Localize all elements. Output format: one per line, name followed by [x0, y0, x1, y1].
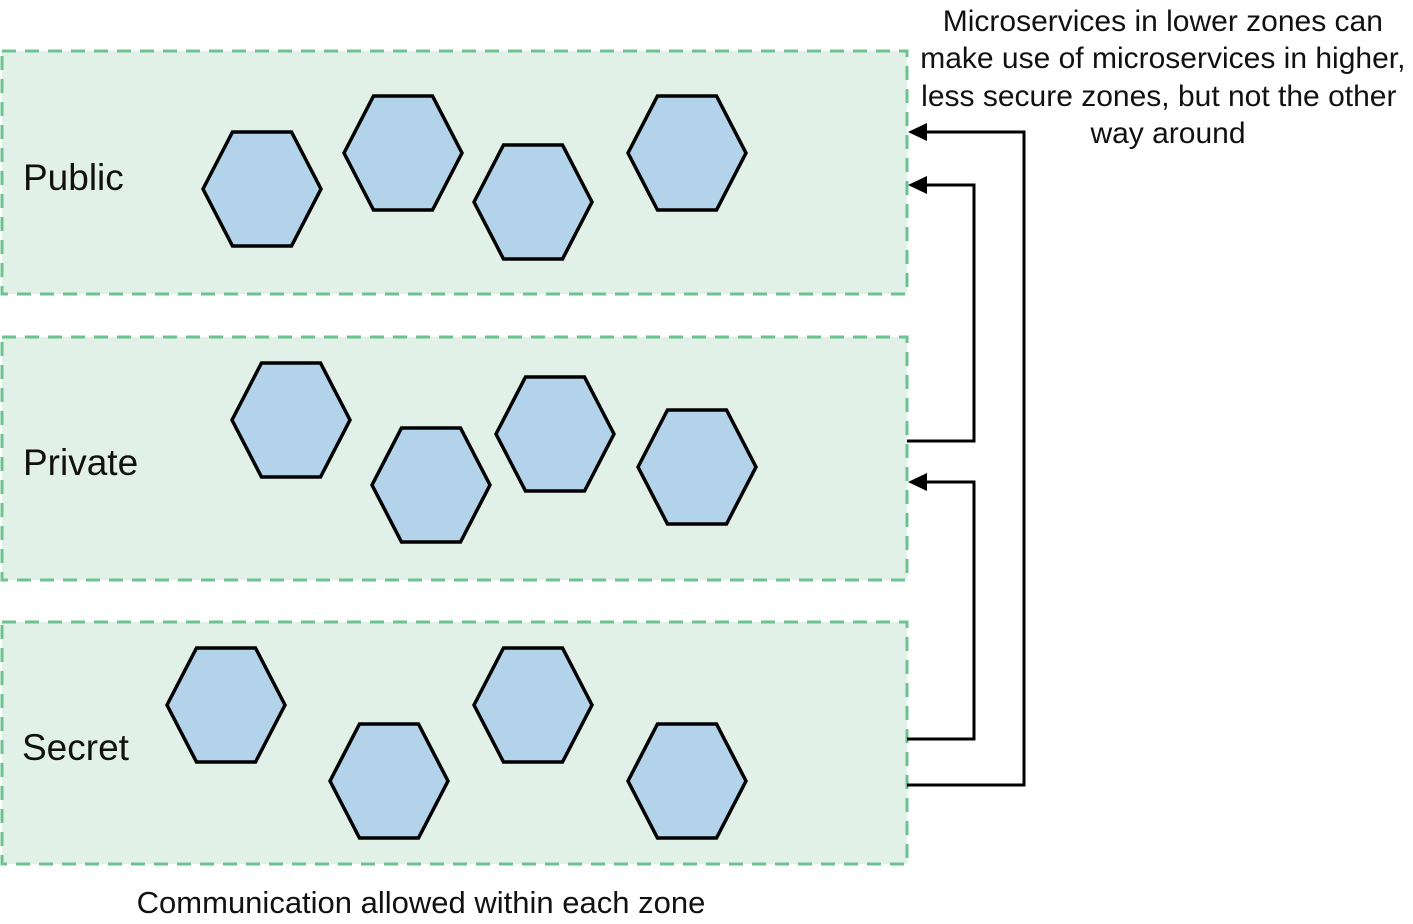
- zone-secret-boundary: [0, 620, 909, 866]
- direction-annotation-line: Microservices in lower zones can: [943, 5, 1383, 38]
- direction-annotation-line: way around: [1089, 117, 1245, 150]
- zone-private: Private: [0, 335, 909, 582]
- direction-annotation-line: less secure zones, but not the other: [921, 80, 1396, 113]
- diagram-caption: Communication allowed within each zone: [137, 885, 706, 920]
- secret-to-public-connector: [907, 123, 1026, 787]
- zone-secret-label: Secret: [22, 727, 130, 768]
- secret-to-private-connector: [907, 473, 976, 741]
- private-to-public-line: [907, 183, 976, 443]
- private-to-public-connector: [907, 176, 976, 443]
- zone-public-label: Public: [23, 157, 124, 198]
- zone-public: Public: [0, 49, 909, 296]
- zone-private-label: Private: [23, 442, 138, 483]
- zone-secret: Secret: [0, 620, 909, 866]
- secret-to-private-line: [907, 480, 976, 741]
- direction-annotation: Microservices in lower zones can make us…: [920, 5, 1413, 150]
- secret-to-public-line: [907, 130, 1026, 787]
- direction-annotation-line: make use of microservices in higher,: [920, 42, 1405, 75]
- zone-public-boundary: [0, 49, 909, 296]
- arrow-left-icon: [908, 176, 927, 194]
- arrow-left-icon: [908, 123, 927, 141]
- arrow-left-icon: [908, 473, 927, 491]
